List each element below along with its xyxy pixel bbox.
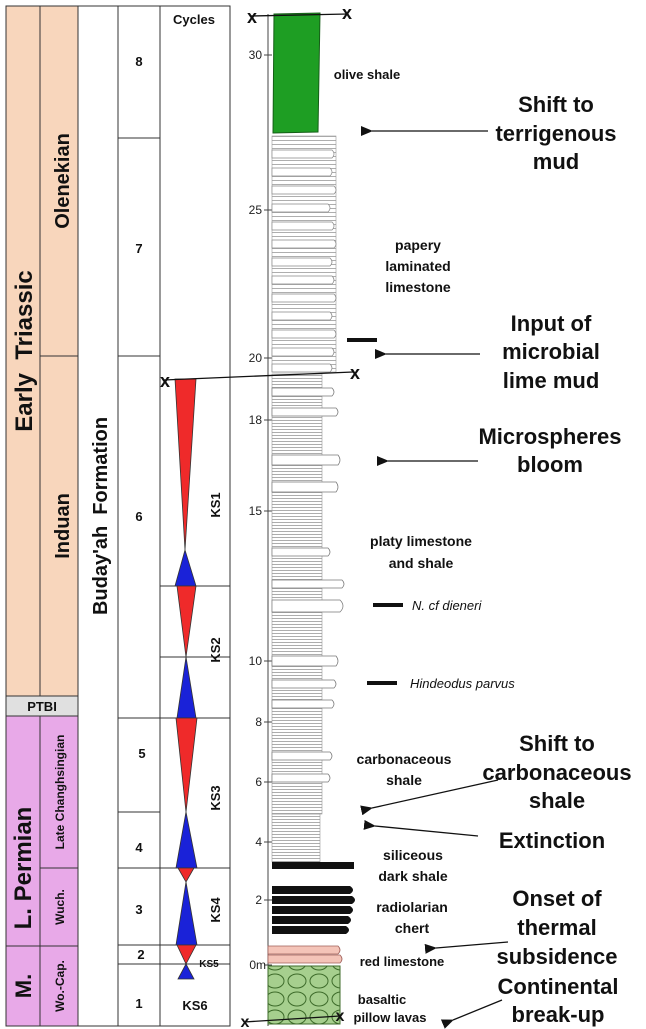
depth-tick-2: 2 xyxy=(255,893,262,907)
lithology-column xyxy=(268,13,355,1024)
basaltic-pillow-lava-unit xyxy=(268,966,340,1024)
cycle-label-4: 4 xyxy=(135,840,143,855)
event-thermal-1: Onset of xyxy=(512,886,602,911)
depth-tick-8: 8 xyxy=(255,715,262,729)
event-microbial-3: lime mud xyxy=(503,368,600,393)
cycle-label-3: 3 xyxy=(135,902,142,917)
label-radiolarian-2: chert xyxy=(395,920,430,936)
event-microspheres-2: bloom xyxy=(517,452,583,477)
event-microspheres-1: Microspheres xyxy=(478,424,621,449)
marker-x-bottom-left: x xyxy=(241,1014,250,1029)
platy-limestone-unit xyxy=(272,374,322,814)
sequence-label-ks3: KS3 xyxy=(208,785,223,810)
event-thermal-2: thermal xyxy=(517,915,596,940)
formation-label: Buday'ah Formation xyxy=(90,417,112,615)
label-papery-2: laminated xyxy=(385,258,450,274)
depth-scale: 30 25 20 18 15 10 8 6 4 2 0m xyxy=(249,14,272,1026)
event-carbonaceous-2: carbonaceous xyxy=(482,760,631,785)
event-extinction: Extinction xyxy=(499,828,605,853)
event-labels: Shift to terrigenous mud Input of microb… xyxy=(478,92,631,1027)
label-papery-3: limestone xyxy=(385,279,451,295)
period-label-middle-permian: M. xyxy=(11,974,36,998)
stage-label-olenekian: Olenekian xyxy=(52,133,74,229)
label-carbonaceous-1: carbonaceous xyxy=(357,751,452,767)
depth-tick-15: 15 xyxy=(249,504,263,518)
depth-tick-20: 20 xyxy=(249,351,263,365)
period-label-triassic: Early Triassic xyxy=(11,270,38,431)
carbonaceous-shale-unit xyxy=(272,814,320,862)
depth-tick-6: 6 xyxy=(255,775,262,789)
radiolarian-chert-unit xyxy=(272,886,355,934)
label-olive-shale: olive shale xyxy=(334,67,400,82)
sequence-column: Cycles KS1 KS2 KS3 KS4 KS5 KS6 xyxy=(160,6,230,1026)
sequence-label-ks6: KS6 xyxy=(182,998,207,1013)
boundary-label-ptbi: PTBI xyxy=(27,699,57,714)
period-label-late-permian: L. Permian xyxy=(10,807,37,930)
depth-tick-10: 10 xyxy=(249,654,263,668)
fossil-markers xyxy=(347,340,403,683)
label-radiolarian-1: radiolarian xyxy=(376,899,448,915)
label-papery-1: papery xyxy=(395,237,441,253)
depth-tick-30: 30 xyxy=(249,48,263,62)
arrow-continental-break-up xyxy=(453,1000,502,1020)
sequence-label-ks2: KS2 xyxy=(208,637,223,662)
event-microbial-1: Input of xyxy=(511,311,592,336)
marker-x-top-left: x xyxy=(247,7,257,27)
label-carbonaceous-2: shale xyxy=(386,772,422,788)
sequence-label-ks5: KS5 xyxy=(199,959,219,970)
event-continental-2: break-up xyxy=(512,1002,605,1027)
depth-tick-18: 18 xyxy=(249,413,263,427)
label-basaltic-1: basaltic xyxy=(358,992,406,1007)
cycle-label-5: 5 xyxy=(138,746,145,761)
marker-x-bottom-right: x xyxy=(336,1008,345,1025)
cycle-label-8: 8 xyxy=(135,54,142,69)
stage-label-late-changhsingian: Late Changhsingian xyxy=(53,735,67,850)
label-platy-2: and shale xyxy=(389,555,454,571)
label-red-limestone: red limestone xyxy=(360,954,445,969)
stage-label-induan: Induan xyxy=(52,493,74,559)
event-carbonaceous-1: Shift to xyxy=(519,731,595,756)
sequence-label-ks1: KS1 xyxy=(208,492,223,517)
label-hindeodus-parvus: Hindeodus parvus xyxy=(410,676,515,691)
marker-x-mid-right: x xyxy=(350,363,360,383)
cycle-label-1: 1 xyxy=(135,996,142,1011)
label-siliceous-2: dark shale xyxy=(378,868,447,884)
event-microbial-2: microbial xyxy=(502,339,600,364)
event-continental-1: Continental xyxy=(498,974,619,999)
depth-tick-25: 25 xyxy=(249,203,263,217)
red-limestone-unit xyxy=(268,946,342,963)
depth-tick-4: 4 xyxy=(255,835,262,849)
cycle-label-2: 2 xyxy=(137,947,144,962)
label-platy-1: platy limestone xyxy=(370,533,472,549)
marker-x-mid-left: x xyxy=(160,371,170,391)
arrow-extinction xyxy=(375,826,478,836)
label-basaltic-2: pillow lavas xyxy=(354,1010,427,1025)
event-terrigenous-2: terrigenous xyxy=(495,121,616,146)
cycles-column: 8 7 6 5 4 3 2 1 xyxy=(118,6,160,1026)
stage-label-wuch: Wuch. xyxy=(53,889,67,925)
depth-tick-0m: 0m xyxy=(249,958,266,972)
label-n-dieneri: N. cf dieneri xyxy=(412,598,482,613)
cycles-header: Cycles xyxy=(173,12,215,27)
event-thermal-3: subsidence xyxy=(496,944,617,969)
siliceous-dark-shale-unit xyxy=(272,862,354,869)
cycle-label-6: 6 xyxy=(135,509,142,524)
marker-x-top-right: x xyxy=(342,3,352,23)
event-terrigenous-1: Shift to xyxy=(518,92,594,117)
chronostratigraphy-columns: Early Triassic Olenekian Induan PTBI L. … xyxy=(6,6,118,1026)
event-terrigenous-3: mud xyxy=(533,149,579,174)
label-siliceous-1: siliceous xyxy=(383,847,443,863)
cycle-label-7: 7 xyxy=(135,241,142,256)
event-carbonaceous-3: shale xyxy=(529,788,585,813)
stage-label-wo-cap: Wo.-Cap. xyxy=(53,960,67,1012)
lithology-labels: olive shale papery laminated limestone p… xyxy=(334,67,516,1025)
sequence-label-ks4: KS4 xyxy=(208,897,223,923)
olive-shale-unit xyxy=(273,13,320,133)
